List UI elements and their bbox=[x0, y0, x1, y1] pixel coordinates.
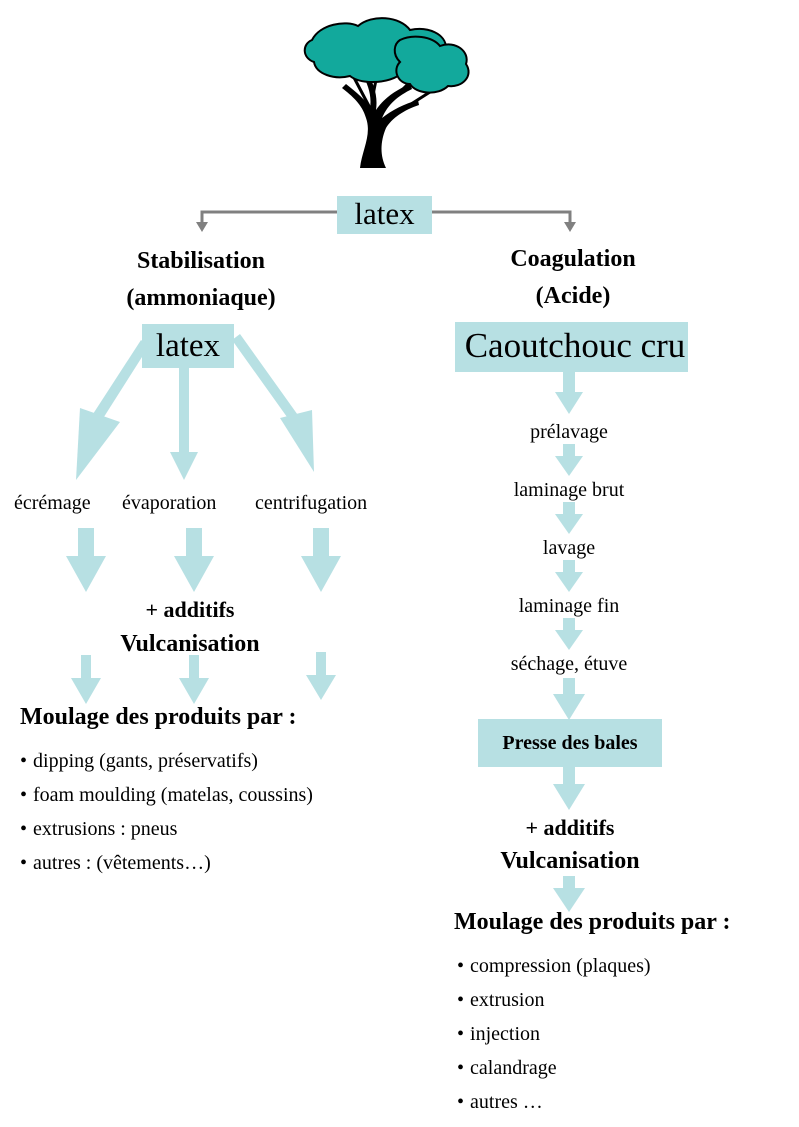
right-vulcanisation: Vulcanisation bbox=[500, 848, 640, 874]
raw-rubber-box bbox=[455, 322, 688, 372]
arrow-right-7 bbox=[553, 766, 585, 810]
arrow-to-stabilisation bbox=[200, 210, 340, 224]
bullet: • bbox=[457, 1023, 465, 1045]
list-item: •autres … bbox=[457, 1085, 651, 1119]
process-ecremage: écrémage bbox=[14, 492, 91, 514]
arrow-right-2 bbox=[555, 444, 583, 476]
bullet: • bbox=[20, 784, 28, 806]
arrow-to-evaporation bbox=[170, 356, 198, 480]
arrow-right-4 bbox=[555, 560, 583, 592]
coagulation-subheading: (Acide) bbox=[535, 283, 611, 309]
step-sechage: séchage, étuve bbox=[510, 653, 628, 675]
right-moulding-item-calandrage: calandrage bbox=[470, 1057, 557, 1079]
bullet: • bbox=[20, 852, 28, 874]
left-moulding-list: •dipping (gants, préservatifs) •foam mou… bbox=[20, 744, 313, 880]
step-lavage: lavage bbox=[542, 537, 596, 559]
coagulation-heading: Coagulation bbox=[510, 246, 636, 272]
top-latex-box bbox=[337, 196, 432, 234]
raw-rubber-label: Caoutchouc cru bbox=[464, 326, 686, 365]
arrow-down-evaporation bbox=[174, 528, 214, 592]
list-item: •autres : (vêtements…) bbox=[20, 846, 313, 880]
arrow-to-moulding-left-2 bbox=[179, 655, 209, 704]
arrow-to-centrifugation bbox=[232, 334, 314, 472]
bullet: • bbox=[457, 989, 465, 1011]
left-moulding-item-extrusions: extrusions : pneus bbox=[33, 818, 178, 840]
arrow-down-centrifugation bbox=[301, 528, 341, 592]
process-centrifugation: centrifugation bbox=[255, 492, 368, 514]
step-laminage-brut: laminage brut bbox=[513, 479, 625, 501]
arrow-to-moulding-left-1 bbox=[71, 655, 101, 704]
step-laminage-fin: laminage fin bbox=[518, 595, 620, 617]
list-item: •extrusion bbox=[457, 983, 651, 1017]
left-latex-box bbox=[142, 324, 234, 368]
left-additives: + additifs bbox=[145, 597, 235, 622]
bullet: • bbox=[20, 750, 28, 772]
left-moulding-item-foam: foam moulding (matelas, coussins) bbox=[33, 784, 313, 806]
right-moulding-item-extrusion: extrusion bbox=[470, 989, 545, 1011]
list-item: •calandrage bbox=[457, 1051, 651, 1085]
process-evaporation: évaporation bbox=[122, 492, 217, 514]
arrow-right-5 bbox=[555, 618, 583, 650]
list-item: •dipping (gants, préservatifs) bbox=[20, 744, 313, 778]
right-moulding-item-autres: autres … bbox=[470, 1091, 543, 1113]
bullet: • bbox=[457, 955, 465, 977]
right-additives: + additifs bbox=[525, 815, 615, 840]
press-label: Presse des bales bbox=[502, 732, 638, 754]
arrow-right-3 bbox=[555, 502, 583, 534]
stabilisation-subheading: (ammoniaque) bbox=[126, 285, 276, 311]
list-item: •compression (plaques) bbox=[457, 949, 651, 983]
step-prelavage: prélavage bbox=[530, 421, 608, 443]
right-moulding-item-injection: injection bbox=[470, 1023, 540, 1045]
right-moulding-item-compression: compression (plaques) bbox=[470, 955, 651, 977]
bullet: • bbox=[457, 1057, 465, 1079]
left-vulcanisation: Vulcanisation bbox=[120, 631, 260, 657]
press-box bbox=[478, 719, 662, 767]
right-moulding-list: •compression (plaques) •extrusion •injec… bbox=[457, 949, 651, 1119]
right-moulding-title: Moulage des produits par : bbox=[454, 909, 731, 935]
list-item: •foam moulding (matelas, coussins) bbox=[20, 778, 313, 812]
bullet: • bbox=[457, 1091, 465, 1113]
arrow-down-ecremage bbox=[66, 528, 106, 592]
arrow-right-8 bbox=[553, 876, 585, 912]
arrow-to-moulding-left-3 bbox=[306, 652, 336, 700]
left-moulding-title: Moulage des produits par : bbox=[20, 704, 297, 730]
list-item: •extrusions : pneus bbox=[20, 812, 313, 846]
arrow-to-coagulation bbox=[432, 210, 572, 224]
arrow-to-ecremage bbox=[76, 340, 149, 480]
left-moulding-item-autres: autres : (vêtements…) bbox=[33, 852, 211, 874]
arrow-right-6 bbox=[553, 678, 585, 720]
top-latex-label: latex bbox=[354, 196, 415, 231]
list-item: •injection bbox=[457, 1017, 651, 1051]
stabilisation-heading: Stabilisation bbox=[136, 248, 266, 274]
bullet: • bbox=[20, 818, 28, 840]
left-moulding-item-dipping: dipping (gants, préservatifs) bbox=[33, 750, 258, 772]
left-latex-label: latex bbox=[155, 328, 221, 364]
arrow-right-1 bbox=[555, 372, 583, 414]
